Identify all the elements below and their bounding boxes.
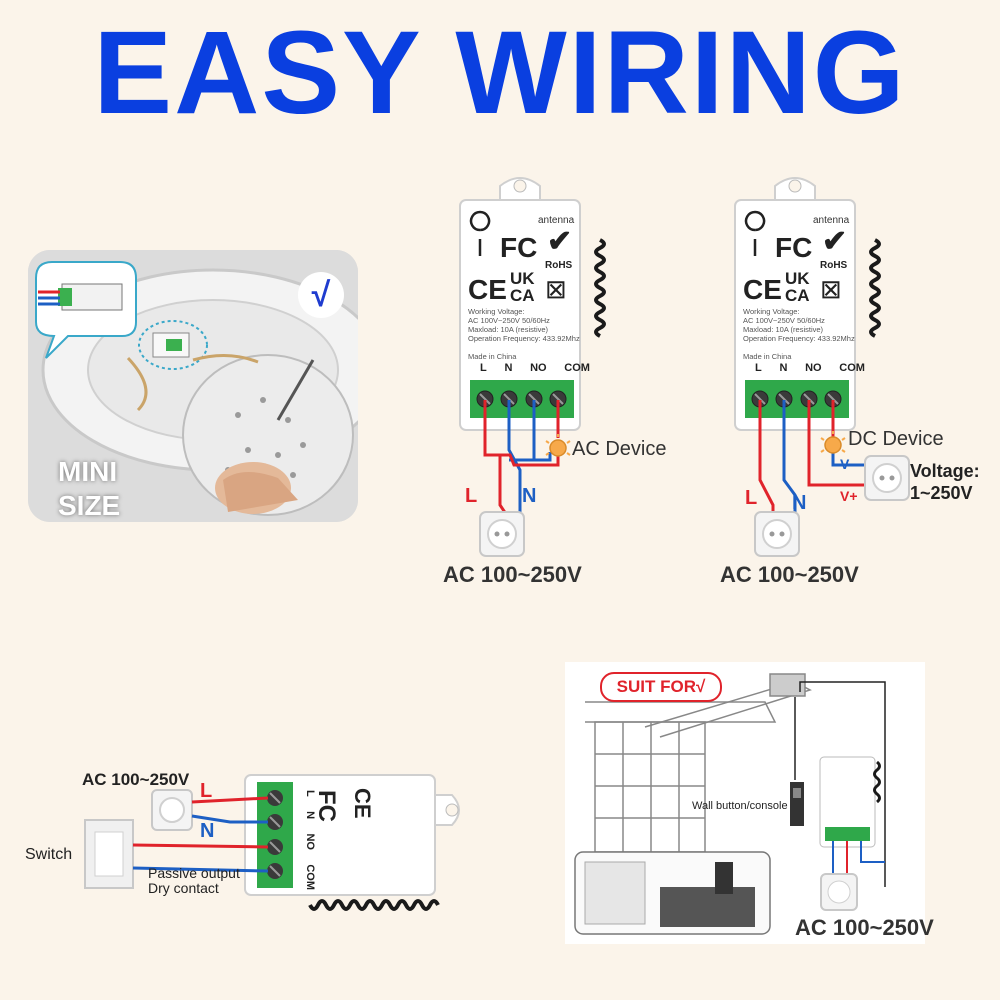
terminal-com: COM — [304, 864, 316, 890]
passive-output-label: Passive output Dry contact — [148, 866, 240, 896]
passive-line-1: Passive output — [148, 865, 240, 881]
ac-supply-label-1: AC 100~250V — [443, 562, 582, 587]
spec-line: Operation Frequency: 433.92Mhz — [743, 334, 855, 343]
spec-line: AC 100V~250V 50/60Hz — [743, 316, 825, 325]
terminal-l: L — [304, 790, 316, 797]
spec-line: Maxload: 10A (resistive) — [743, 325, 824, 334]
terminal-n: N — [504, 362, 513, 374]
spec-line: Made in China — [743, 352, 792, 361]
spec-line: Operation Frequency: 433.92Mhz — [468, 334, 580, 343]
dc-device-diagram — [733, 176, 910, 557]
ce-mark-3: CE — [350, 788, 375, 819]
ukca-uk-2: UK — [785, 269, 810, 288]
dc-voltage-label: Voltage: 1~250V — [910, 460, 980, 504]
v-minus-label: V- — [840, 456, 854, 472]
wire-n-label-3: N — [200, 820, 215, 842]
mini-size-text: MINI SIZE — [58, 456, 121, 521]
terminal-labels-2: L N NO COM — [755, 362, 865, 374]
weee-bin-icon-2: ⊠ — [820, 274, 842, 304]
ukca-ca-2: CA — [785, 286, 810, 305]
v-plus-label: V+ — [840, 488, 858, 504]
terminal-no: NO — [805, 362, 822, 374]
terminal-l: L — [755, 362, 762, 374]
suit-for-badge: SUIT FOR√ — [600, 672, 722, 702]
fc-mark-3: FC — [313, 790, 340, 822]
terminal-com: COM — [564, 362, 590, 374]
ukca-mark-2: UK CA — [785, 270, 810, 304]
spec-text-1: Working Voltage: AC 100V~250V 50/60Hz Ma… — [468, 307, 580, 361]
ac-supply-label-2: AC 100~250V — [720, 562, 859, 587]
terminal-no: NO — [530, 362, 547, 374]
wall-button-label: Wall button/console — [692, 800, 788, 812]
spec-line: Working Voltage: — [468, 307, 525, 316]
antenna-label-1: antenna — [538, 215, 575, 226]
terminal-no: NO — [304, 833, 316, 850]
wire-l-label-3: L — [200, 780, 213, 802]
ukca-uk-1: UK — [510, 269, 535, 288]
terminal-n: N — [779, 362, 788, 374]
weee-bin-icon-1: ⊠ — [545, 274, 567, 304]
wire-n-label-1: N — [522, 485, 537, 507]
terminal-n: N — [304, 811, 316, 820]
page-title: EASY WIRING — [93, 7, 907, 139]
garage-door-diagram — [565, 662, 925, 944]
ukca-mark-1: UK CA — [510, 270, 535, 304]
mini-size-label: MINI SIZE — [58, 455, 168, 523]
ce-mark-1: CE — [468, 274, 507, 305]
rohs-mark-1: RoHS — [545, 260, 573, 271]
spec-line: Maxload: 10A (resistive) — [468, 325, 549, 334]
wire-l-label-2: L — [745, 487, 758, 509]
spec-line: Made in China — [468, 352, 517, 361]
terminal-com: COM — [839, 362, 865, 374]
wire-n-label-2: N — [792, 492, 807, 514]
switch-label: Switch — [25, 846, 73, 863]
spec-line: AC 100V~250V 50/60Hz — [468, 316, 550, 325]
check-icon: √ — [298, 272, 344, 318]
garage-supply-label: AC 100~250V — [795, 915, 934, 940]
spec-text-2: Working Voltage: AC 100V~250V 50/60Hz Ma… — [743, 307, 855, 361]
fc-mark-1: FC — [500, 232, 538, 263]
check-mark-icon-1: ✔ — [547, 225, 573, 258]
terminal-labels-3: L N NO COM — [304, 790, 316, 890]
ac-device-diagram — [458, 176, 606, 557]
terminal-l: L — [480, 362, 487, 374]
terminal-labels-1: L N NO COM — [480, 362, 590, 374]
voltage-line-1: Voltage: — [910, 461, 980, 481]
ukca-ca-1: CA — [510, 286, 535, 305]
switch-supply-label: AC 100~250V — [82, 770, 190, 789]
passive-line-2: Dry contact — [148, 880, 219, 896]
voltage-line-2: 1~250V — [910, 483, 973, 503]
ce-mark-2: CE — [743, 274, 782, 305]
rohs-mark-2: RoHS — [820, 260, 848, 271]
spec-line: Working Voltage: — [743, 307, 800, 316]
check-mark-icon-2: ✔ — [822, 225, 848, 258]
ac-device-label: AC Device — [572, 438, 667, 460]
fc-mark-2: FC — [775, 232, 813, 263]
antenna-label-2: antenna — [813, 215, 850, 226]
wire-l-label-1: L — [465, 485, 478, 507]
dc-device-label: DC Device — [848, 428, 944, 450]
switch-diagram — [84, 774, 460, 911]
